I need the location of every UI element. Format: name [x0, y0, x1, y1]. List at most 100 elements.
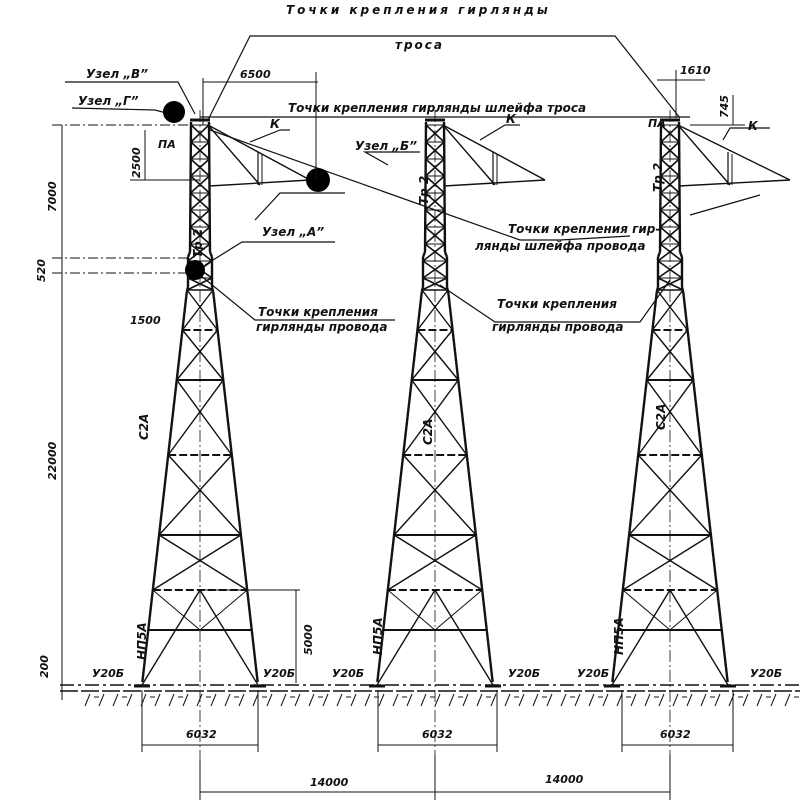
tower-member: [404, 426, 408, 433]
tower-member: [684, 311, 688, 318]
tower-member: [485, 631, 489, 638]
tower-member: [170, 416, 174, 423]
tower-member: [254, 661, 258, 668]
tower-member: [153, 571, 157, 578]
tower-member: [725, 671, 729, 678]
tower-member: [452, 336, 456, 343]
tower-member: [405, 416, 409, 423]
tower-member: [417, 316, 421, 323]
tower-member: [504, 693, 511, 707]
tower-member: [706, 506, 710, 513]
tower-member: [620, 591, 624, 598]
tower-member: [687, 341, 691, 348]
tower-member: [653, 306, 657, 313]
tower-member: [169, 431, 173, 438]
tower-member: [647, 356, 651, 363]
tower-member: [386, 581, 390, 588]
np5a-label-1: НП5А: [135, 622, 149, 660]
tower-member: [611, 676, 615, 683]
tower-member: [254, 666, 258, 673]
tower-member: [646, 379, 703, 456]
tower-member: [167, 454, 242, 536]
tower-member: [574, 693, 581, 707]
tower-member: [490, 671, 494, 678]
tower-member: [233, 476, 237, 483]
tower-member: [704, 491, 708, 498]
tower-member: [171, 406, 175, 413]
tower-member: [475, 541, 479, 548]
tower-member: [413, 346, 417, 353]
tower-member: [391, 541, 395, 548]
tower-member: [322, 693, 329, 707]
tower-member: [222, 381, 226, 388]
tower-member: [416, 321, 420, 328]
tower-member: [220, 361, 223, 368]
tower-member: [162, 491, 166, 498]
tower-member: [242, 561, 246, 568]
tower-member: [640, 421, 644, 428]
tower-member: [235, 496, 239, 503]
tower-member: [723, 651, 727, 658]
tower-member: [631, 501, 635, 508]
tower-member: [480, 581, 484, 588]
tower-member: [628, 454, 703, 536]
tower-member: [174, 381, 178, 388]
tower-member: [461, 421, 465, 428]
tower-member: [246, 591, 250, 598]
tower-member: [401, 456, 405, 463]
tower-member: [479, 576, 483, 583]
tower-member: [756, 693, 763, 707]
dim-1610: 1610: [680, 64, 711, 77]
tower-member: [682, 291, 685, 298]
tower-member: [280, 693, 287, 707]
tower-member: [392, 536, 396, 543]
tr2-label-1: Тр 2: [191, 229, 205, 258]
dim-6032-2: 6032: [422, 728, 453, 741]
tower-member: [698, 436, 702, 443]
tower-member: [424, 175, 445, 194]
tower-member: [488, 651, 492, 658]
tower-member: [226, 416, 230, 423]
tower-member: [225, 406, 229, 413]
tower-member: [161, 501, 165, 508]
tower-member: [487, 646, 491, 653]
tower-member: [489, 666, 493, 673]
tower-member: [417, 311, 421, 318]
tower-member: [384, 606, 388, 613]
dim-745: 745: [718, 95, 731, 118]
tower-member: [464, 446, 468, 453]
tower-member: [422, 260, 448, 279]
tower-member: [648, 346, 652, 353]
tower-member: [629, 511, 633, 518]
tower-member: [467, 471, 471, 478]
tower-member: [690, 366, 694, 373]
tower-member: [719, 616, 723, 623]
u20b-label-6: У20Б: [750, 667, 782, 680]
tower-member: [617, 616, 621, 623]
tower-member: [156, 541, 160, 548]
tower-member: [656, 277, 683, 291]
tower-member: [381, 631, 385, 638]
tower-member: [611, 589, 671, 686]
tower-member: [392, 693, 399, 707]
tower-member: [146, 631, 150, 638]
tower-member: [237, 516, 241, 523]
tower-member: [714, 576, 718, 583]
tower-member: [387, 534, 477, 591]
tower-member: [225, 411, 229, 418]
tower-member: [141, 676, 145, 683]
tower-member: [396, 501, 400, 508]
tower-member: [465, 456, 469, 463]
tower-member: [171, 411, 175, 418]
dim-14000-2: 14000: [545, 773, 584, 786]
tower-member: [177, 356, 181, 363]
tower-member: [412, 361, 415, 368]
tower-member: [724, 666, 728, 673]
dim-6500: 6500: [240, 68, 271, 81]
tower-member: [470, 501, 474, 508]
tower-member: [486, 641, 490, 648]
tower-member: [173, 396, 177, 403]
tower-member: [161, 496, 165, 503]
tower-member: [393, 521, 397, 528]
tower-member: [412, 356, 416, 363]
